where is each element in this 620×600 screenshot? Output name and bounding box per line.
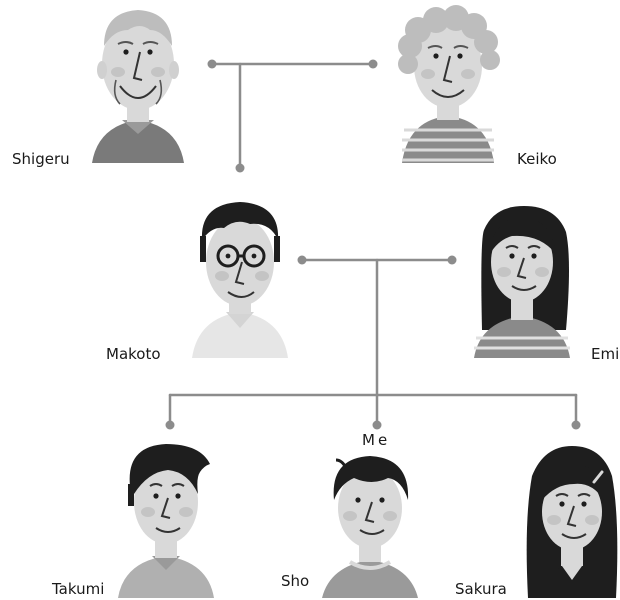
name-label-shigeru: Shigeru <box>12 150 70 168</box>
name-label-makoto: Makoto <box>106 345 161 363</box>
dot-takumi <box>165 420 175 430</box>
name-label-sakura: Sakura <box>455 580 507 598</box>
portrait-emi <box>474 206 570 358</box>
self-marker: Me <box>362 431 391 449</box>
connector-dots <box>165 59 581 430</box>
portrait-takumi <box>118 444 214 598</box>
dot-keiko <box>368 59 378 69</box>
portrait-sho <box>322 456 418 598</box>
portrait-sakura <box>526 446 618 598</box>
name-label-keiko: Keiko <box>517 150 557 168</box>
name-label-takumi: Takumi <box>52 580 105 598</box>
portrait-keiko <box>398 5 500 163</box>
dot-sakura <box>571 420 581 430</box>
portrait-shigeru <box>92 10 184 163</box>
dot-makoto-top <box>235 163 245 173</box>
dot-makoto <box>297 255 307 265</box>
portrait-makoto <box>192 202 288 358</box>
dot-shigeru <box>207 59 217 69</box>
connectors <box>168 62 578 427</box>
dot-emi <box>447 255 457 265</box>
dot-sho <box>372 420 382 430</box>
name-label-sho: Sho <box>281 572 310 590</box>
name-label-emi: Emi <box>591 345 620 363</box>
